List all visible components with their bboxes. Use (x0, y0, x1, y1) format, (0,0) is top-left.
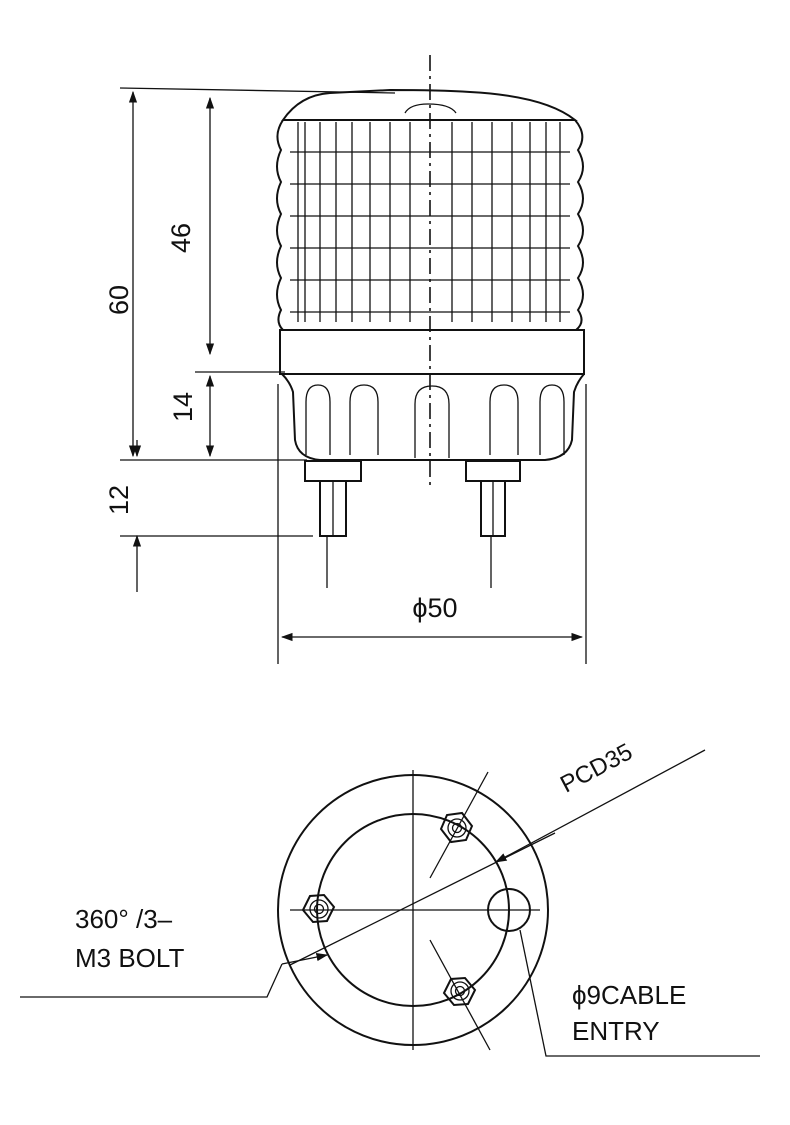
side-view: 60 46 14 12 ϕ50 (104, 55, 587, 664)
bolt-left (304, 460, 362, 588)
bolt-leader-arrow (281, 953, 329, 965)
dim-60-label: 60 (104, 285, 134, 315)
dome-inner-ridge (404, 103, 457, 114)
dim-50-label: ϕ50 (412, 593, 457, 623)
bolt-right (465, 460, 521, 588)
collar-band (279, 329, 585, 375)
bolt-top-radial (429, 771, 489, 879)
bolt-label-line1: 360° /3– (75, 904, 173, 934)
cable-entry-hole (487, 888, 531, 932)
bolt-nut-left (301, 893, 336, 924)
cable-leader (519, 929, 760, 1057)
extension-lines (119, 87, 587, 664)
bolt-leader (20, 963, 283, 998)
pcd-label: PCD35 (556, 738, 637, 798)
lens-right-profile (574, 119, 584, 331)
pcd-leader (494, 749, 706, 863)
base-housing (281, 373, 585, 461)
lens-left-profile (276, 119, 284, 331)
cable-label-line1: ϕ9CABLE (572, 980, 686, 1010)
bolt-label-line2: M3 BOLT (75, 943, 184, 973)
cable-label-line2: ENTRY (572, 1016, 660, 1046)
base-fins (305, 384, 565, 458)
bolt-leader-extension (289, 832, 556, 966)
dome-cap (281, 88, 578, 121)
bolt-nut-bottom (442, 976, 477, 1007)
dim-14-label: 14 (168, 392, 198, 422)
bottom-view: PCD35 360° /3– M3 BOLT ϕ9CABLE ENTRY (20, 738, 760, 1057)
bolt-nut-top (439, 811, 474, 844)
dim-12-label: 12 (104, 485, 134, 515)
dim-46-label: 46 (166, 223, 196, 253)
